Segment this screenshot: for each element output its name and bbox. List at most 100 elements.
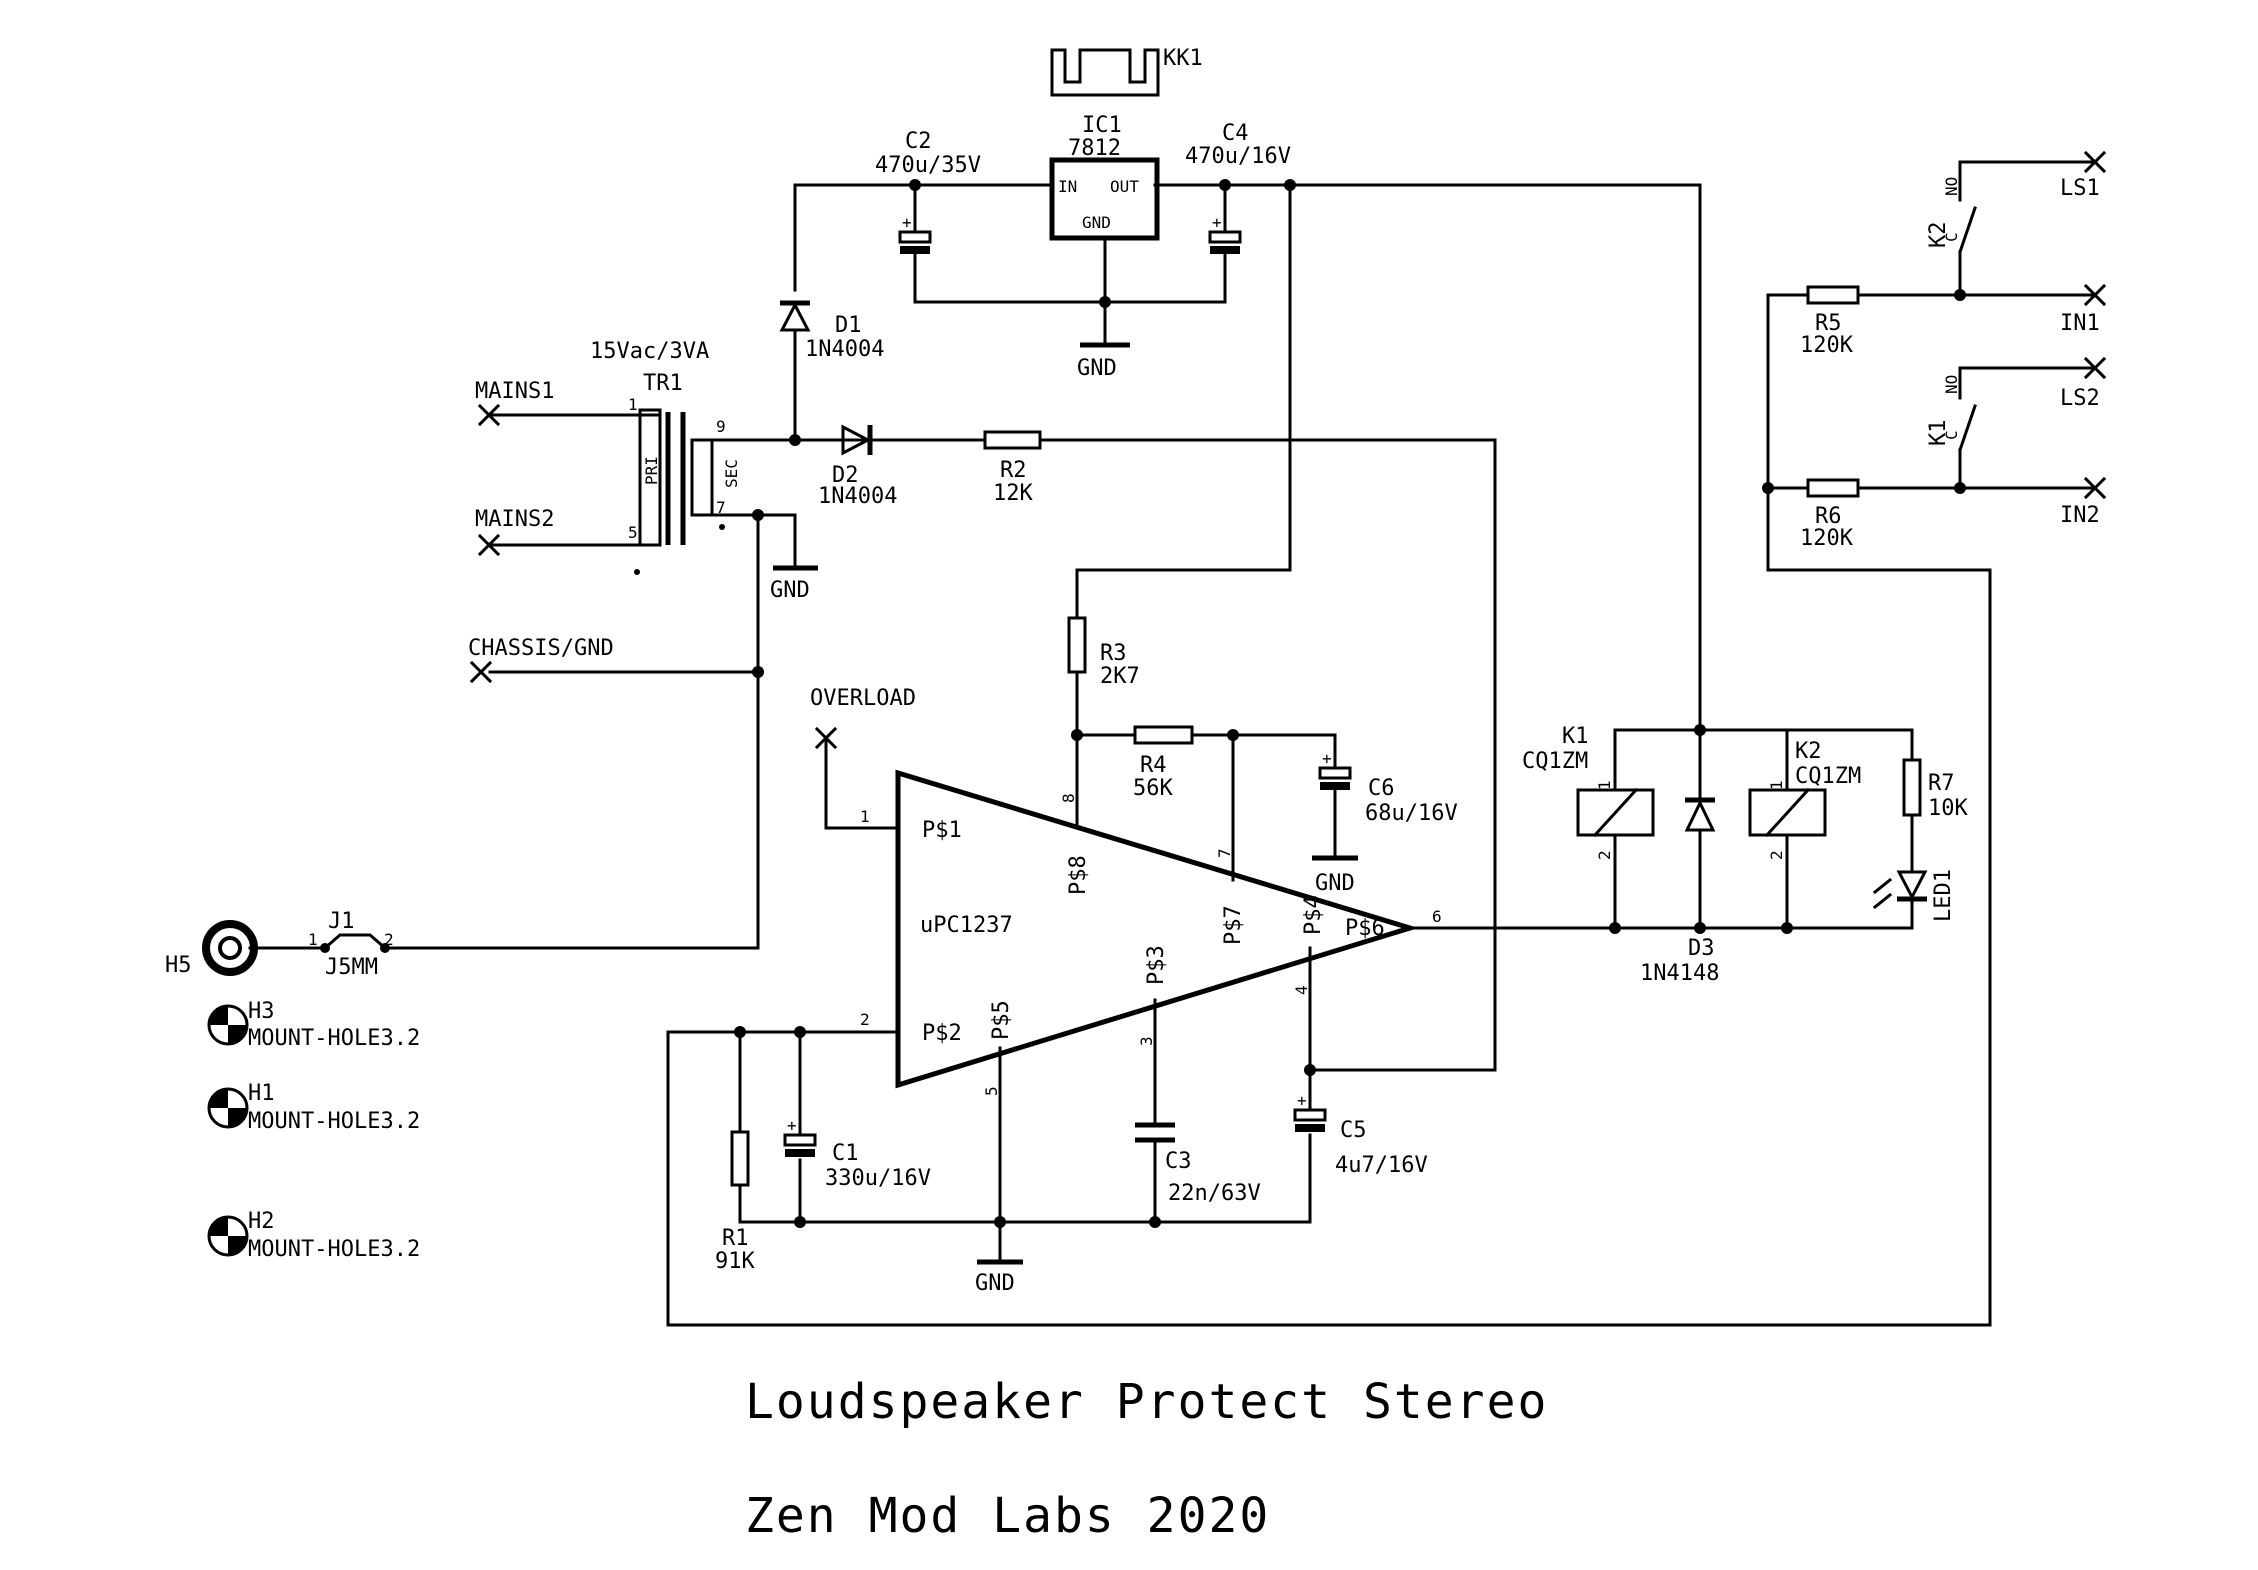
resistor-r6: R6 120K bbox=[1800, 478, 1860, 551]
regulator-ic1: IC1 7812 IN OUT GND bbox=[1049, 113, 1160, 241]
terminal-ls1: LS1 bbox=[2060, 150, 2107, 201]
svg-text:GND: GND bbox=[1315, 871, 1355, 896]
r6-ref: R6 bbox=[1815, 504, 1842, 529]
svg-text:+: + bbox=[902, 213, 912, 232]
svg-text:C: C bbox=[1942, 430, 1961, 440]
svg-text:GND: GND bbox=[1077, 356, 1117, 381]
c6-value: 68u/16V bbox=[1365, 801, 1458, 826]
svg-text:+: + bbox=[1297, 1091, 1307, 1110]
svg-text:1: 1 bbox=[860, 807, 870, 826]
c5-ref: C5 bbox=[1340, 1118, 1367, 1143]
diode-d2: D2 1N4004 bbox=[818, 424, 897, 509]
svg-text:9: 9 bbox=[716, 417, 726, 436]
svg-text:5: 5 bbox=[982, 1086, 1001, 1096]
relay-k2-contact: C NO K2 bbox=[1926, 177, 1977, 254]
svg-text:2: 2 bbox=[384, 930, 394, 949]
wires bbox=[248, 160, 2097, 1327]
c6-ref: C6 bbox=[1368, 776, 1395, 801]
svg-text:H3: H3 bbox=[248, 999, 275, 1024]
d3-value: 1N4148 bbox=[1640, 961, 1719, 986]
ic1-pin-in: IN bbox=[1058, 177, 1077, 196]
c4-value: 470u/16V bbox=[1185, 144, 1291, 169]
resistor-r1: R1 91K bbox=[715, 1130, 755, 1274]
svg-text:MOUNT-HOLE3.2: MOUNT-HOLE3.2 bbox=[248, 1237, 420, 1262]
c2-ref: C2 bbox=[905, 129, 932, 154]
r6-value: 120K bbox=[1800, 526, 1854, 551]
u1-pin7-name: P$7 bbox=[1221, 905, 1246, 945]
heatsink-kk1: KK1 bbox=[1050, 46, 1203, 97]
diode-d1: D1 1N4004 bbox=[779, 300, 884, 362]
d2-value: 1N4004 bbox=[818, 484, 897, 509]
r5-ref: R5 bbox=[1815, 311, 1842, 336]
diode-d3: D3 1N4148 bbox=[1640, 797, 1719, 986]
gnd-symbol-bottom: GND bbox=[975, 1259, 1023, 1296]
r3-value: 2K7 bbox=[1100, 664, 1140, 689]
terminal-chassis-gnd: CHASSIS/GND bbox=[468, 636, 614, 684]
u1-pin3-name: P$3 bbox=[1144, 945, 1169, 985]
ic1-pin-gnd: GND bbox=[1082, 213, 1111, 232]
d3-ref: D3 bbox=[1688, 936, 1715, 961]
terminal-in2: IN2 bbox=[2060, 476, 2107, 528]
svg-text:+: + bbox=[1322, 749, 1332, 768]
relay-k2-coil: K2 CQ1ZM 1 2 bbox=[1748, 739, 1861, 860]
d1-value: 1N4004 bbox=[805, 337, 884, 362]
r7-ref: R7 bbox=[1928, 771, 1955, 796]
svg-text:CHASSIS/GND: CHASSIS/GND bbox=[468, 636, 614, 661]
c1-value: 330u/16V bbox=[825, 1166, 931, 1191]
svg-text:LS2: LS2 bbox=[2060, 386, 2100, 411]
svg-text:1: 1 bbox=[1595, 780, 1614, 790]
capacitor-c6: + C6 68u/16V GND bbox=[1312, 749, 1458, 896]
svg-text:+: + bbox=[1212, 213, 1222, 232]
j1-value: J5MM bbox=[325, 955, 378, 980]
r7-value: 10K bbox=[1928, 796, 1968, 821]
svg-text:3: 3 bbox=[1137, 1036, 1156, 1046]
svg-text:OVERLOAD: OVERLOAD bbox=[810, 686, 916, 711]
u1-pin4-name: P$4 bbox=[1301, 895, 1326, 935]
gnd-symbol-transformer: GND bbox=[770, 565, 818, 603]
svg-text:C: C bbox=[1942, 232, 1961, 242]
mount-hole-h1: H1 MOUNT-HOLE3.2 bbox=[207, 1081, 420, 1134]
u1-pin5-name: P$5 bbox=[989, 1000, 1014, 1040]
c4-ref: C4 bbox=[1222, 121, 1249, 146]
svg-text:GND: GND bbox=[975, 1271, 1015, 1296]
terminal-mains2: MAINS2 bbox=[475, 507, 554, 557]
terminal-in1: IN1 bbox=[2060, 283, 2107, 336]
mount-hole-h3: H3 MOUNT-HOLE3.2 bbox=[207, 999, 420, 1051]
led1-ref: LED1 bbox=[1931, 869, 1956, 922]
resistor-r4: R4 56K bbox=[1133, 725, 1194, 801]
c2-value: 470u/35V bbox=[875, 153, 981, 178]
svg-text:2: 2 bbox=[1767, 850, 1786, 860]
svg-text:MAINS1: MAINS1 bbox=[475, 379, 554, 404]
gnd-symbol-ic1: GND bbox=[1077, 342, 1130, 381]
resistor-r2: R2 12K bbox=[983, 430, 1042, 506]
u1-pin1-name: P$1 bbox=[922, 818, 962, 843]
r1-value: 91K bbox=[715, 1249, 755, 1274]
svg-text:1: 1 bbox=[628, 395, 638, 414]
terminal-ls2: LS2 bbox=[2060, 356, 2107, 411]
k2-contact-ref: K2 bbox=[1926, 222, 1951, 249]
r3-ref: R3 bbox=[1100, 641, 1127, 666]
terminal-mains1: MAINS1 bbox=[475, 379, 554, 427]
resistor-r3: R3 2K7 bbox=[1067, 616, 1140, 689]
tr1-value: 15Vac/3VA bbox=[590, 339, 709, 364]
terminal-overload: OVERLOAD bbox=[810, 686, 916, 750]
capacitor-c3: C3 22n/63V bbox=[1135, 1122, 1261, 1206]
led-led1: LED1 bbox=[1872, 869, 1956, 922]
svg-text:MOUNT-HOLE3.2: MOUNT-HOLE3.2 bbox=[248, 1026, 420, 1051]
tr1-sec: SEC bbox=[722, 459, 741, 488]
k1-value: CQ1ZM bbox=[1522, 749, 1588, 774]
c1-ref: C1 bbox=[832, 1141, 859, 1166]
mount-hole-h2: H2 MOUNT-HOLE3.2 bbox=[207, 1209, 420, 1262]
u1-pin2-name: P$2 bbox=[922, 1021, 962, 1046]
svg-text:5: 5 bbox=[628, 523, 638, 542]
ic1-pin-out: OUT bbox=[1110, 177, 1139, 196]
svg-text:MOUNT-HOLE3.2: MOUNT-HOLE3.2 bbox=[248, 1109, 420, 1134]
capacitor-c4: + C4 470u/16V bbox=[1185, 121, 1291, 254]
ic-upc1237: P$1 P$2 P$3 P$4 P$5 P$6 P$7 P$8 uPC1237 … bbox=[860, 769, 1442, 1096]
schematic-title: Loudspeaker Protect Stereo bbox=[745, 1374, 1548, 1430]
relay-k1-coil: K1 CQ1ZM 1 2 bbox=[1522, 724, 1655, 860]
schematic-subtitle: Zen Mod Labs 2020 bbox=[745, 1488, 1270, 1544]
ic1-value: 7812 bbox=[1068, 136, 1121, 161]
svg-text:LS1: LS1 bbox=[2060, 176, 2100, 201]
capacitor-c5: + C5 4u7/16V bbox=[1293, 1091, 1428, 1178]
